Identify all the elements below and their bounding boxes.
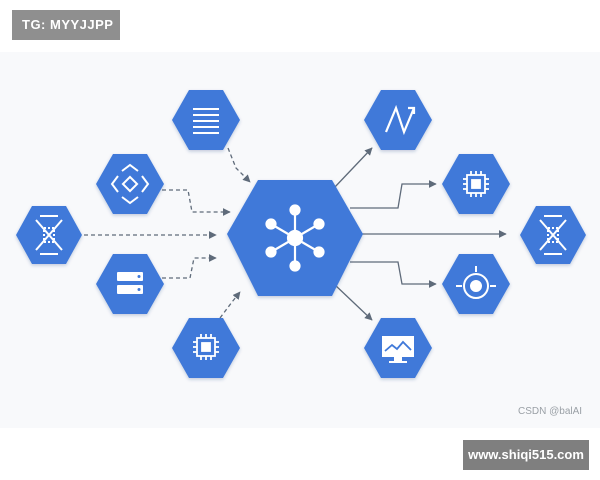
input-node-list bbox=[172, 90, 240, 150]
monitor-chart-icon bbox=[382, 336, 414, 363]
input-connectors bbox=[84, 147, 251, 319]
connector-chip-to-hub bbox=[219, 291, 241, 319]
list-lines-icon bbox=[193, 108, 219, 134]
zigzag-arrow-icon bbox=[384, 104, 416, 136]
connector-hub-to-zigzag bbox=[333, 147, 373, 189]
pipeline-x-icon bbox=[539, 215, 567, 255]
output-connectors bbox=[333, 147, 507, 321]
hub-network-icon bbox=[265, 204, 325, 272]
output-node-zigzag bbox=[364, 90, 432, 150]
site-watermark: www.shiqi515.com bbox=[463, 440, 589, 470]
input-node-server bbox=[96, 254, 164, 314]
hub-node bbox=[227, 180, 363, 296]
connector-server-to-hub bbox=[162, 254, 217, 279]
connector-hub-to-chip bbox=[350, 180, 437, 209]
output-node-chip bbox=[442, 154, 510, 214]
server-icon bbox=[117, 272, 143, 294]
connector-hub-to-target bbox=[350, 261, 437, 288]
input-node-chip bbox=[172, 318, 240, 378]
credit-watermark: CSDN @balAI bbox=[518, 406, 583, 417]
output-node-monitor bbox=[364, 318, 432, 378]
input-node-pipeline bbox=[16, 206, 82, 264]
output-node-target bbox=[442, 254, 510, 314]
tag-label: TG: MYYJJPP bbox=[12, 10, 120, 40]
chip-icon bbox=[193, 334, 219, 360]
input-node-cube bbox=[96, 154, 164, 214]
target-icon bbox=[456, 266, 496, 299]
connector-cube-to-hub bbox=[162, 189, 231, 216]
connector-hub-to-monitor bbox=[333, 283, 373, 321]
chip-icon bbox=[463, 171, 489, 197]
pipeline-x-icon bbox=[35, 215, 63, 255]
output-node-pipeline bbox=[520, 206, 586, 264]
connector-list-to-hub bbox=[227, 147, 251, 183]
cube-arrows-icon bbox=[110, 163, 150, 205]
